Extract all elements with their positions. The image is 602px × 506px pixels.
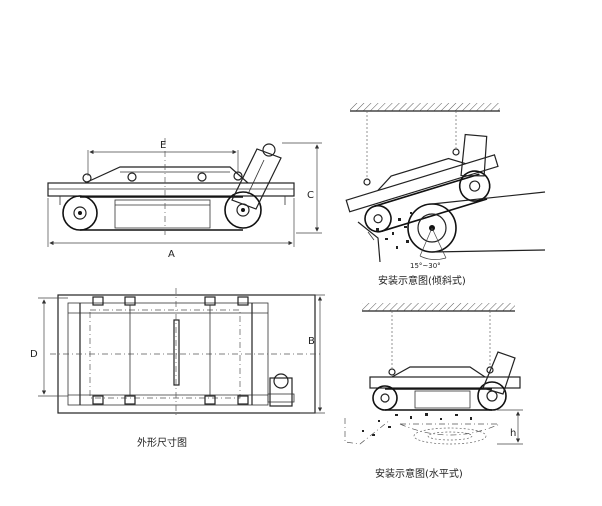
inclined-frame: [345, 154, 499, 213]
front-drive-housing: [231, 148, 282, 210]
dim-h-label: h: [510, 428, 516, 439]
front-drive-motor: [262, 143, 276, 157]
horizontal-magnet-box: [414, 390, 471, 409]
horizontal-drive-housing: [482, 351, 516, 395]
dim-e-label: E: [160, 140, 166, 151]
dim-c-label: C: [307, 190, 314, 201]
angle-label: 15°~30°: [410, 262, 441, 270]
horizontal-frame: [369, 376, 521, 389]
inclined-right-pulley: [458, 170, 491, 202]
front-lug-mid2: [197, 172, 207, 182]
front-lug-mid1: [127, 172, 137, 182]
front-view: E A C: [47, 138, 322, 260]
caption-outline: 外形尺寸图: [137, 436, 187, 449]
horizontal-falling-material: [362, 413, 472, 436]
top-bolt-block: [92, 296, 104, 306]
horizontal-chute: [344, 418, 391, 445]
inclined-install-view: 15°~30° 安装示意图(倾斜式): [345, 103, 546, 287]
horizontal-conveyor-trough: [399, 423, 501, 436]
caption-inclined: 安装示意图(倾斜式): [378, 274, 466, 287]
top-magnet-outline: [89, 309, 241, 399]
caption-horizontal: 安装示意图(水平式): [375, 467, 463, 480]
inclined-conveyor-belt: [431, 191, 546, 205]
top-view: D B 外形尺寸图: [30, 288, 325, 449]
front-housing: [84, 166, 249, 184]
horizontal-install-view: h 安装示意图(水平式): [344, 303, 523, 480]
horizontal-left-pulley: [372, 385, 398, 411]
front-lug-left: [82, 173, 92, 183]
dim-b-label: B: [308, 336, 315, 347]
horizontal-right-pulley: [477, 381, 507, 411]
front-frame-rail: [47, 182, 295, 197]
top-motor: [269, 377, 293, 407]
front-right-pulley: [224, 191, 262, 229]
dim-a-label: A: [168, 249, 175, 260]
inclined-falling-material: [376, 212, 412, 249]
inclined-chute: [357, 221, 381, 263]
inclined-left-pulley: [364, 204, 392, 233]
front-left-pulley: [62, 195, 98, 231]
top-center-slot: [173, 319, 180, 386]
dim-d-label: D: [30, 349, 38, 360]
front-magnet-box: [114, 199, 211, 229]
